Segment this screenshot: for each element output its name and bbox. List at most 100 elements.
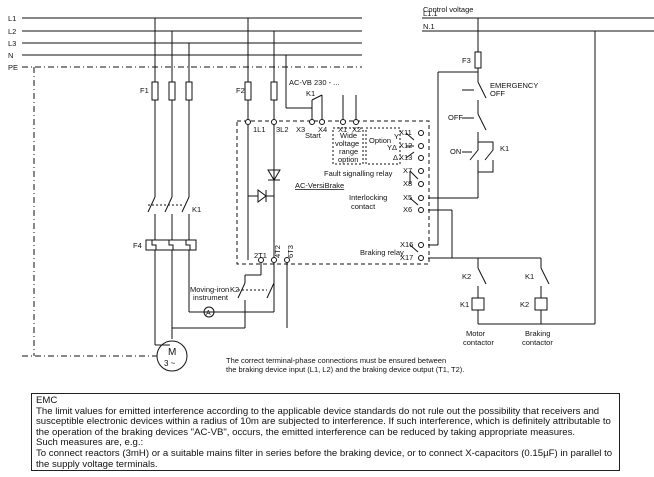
braking-contactor-2: contactor: [522, 338, 553, 347]
k1-coil-label: K1: [460, 300, 469, 309]
braking-relay-contact: [409, 244, 419, 253]
motor-m: M: [168, 347, 176, 358]
wide-voltage-1: Wide: [340, 131, 357, 140]
emc-notice: EMC The limit values for emitted interfe…: [31, 393, 620, 471]
term-3l2: 3L2: [276, 125, 289, 134]
start-contact: [311, 94, 323, 101]
k1-interlock-contact: [540, 267, 550, 298]
option-d: Δ: [393, 153, 398, 162]
fuse-f1-1: [151, 81, 159, 101]
label-f3: F3: [462, 56, 471, 65]
device-enclosure: [236, 120, 430, 265]
instrument-label-1: Moving-iron: [190, 285, 229, 294]
label-l1: L1: [8, 14, 16, 23]
option-switch: [405, 132, 415, 159]
overload-f4: [145, 239, 197, 251]
label-l2: L2: [8, 27, 16, 36]
k1-main-contact-1: [147, 196, 156, 213]
term-x12: X12: [399, 141, 412, 150]
option-yd: YΔ: [387, 143, 397, 152]
k2-main-label: K2: [230, 285, 239, 294]
off-label: OFF: [448, 113, 463, 122]
fuse-f3: [474, 51, 482, 69]
k1-main-label: K1: [192, 205, 201, 214]
term-x6: X6: [403, 205, 412, 214]
interlock-label-2: contact: [351, 202, 376, 211]
term-x7: X7: [403, 166, 412, 175]
wide-voltage-box: [332, 127, 364, 165]
term-x17: X17: [400, 253, 413, 262]
emc-title: EMC: [36, 395, 58, 406]
note-line-1: The correct terminal-phase connections m…: [226, 356, 446, 365]
term-x2: X2: [352, 125, 361, 134]
instrument-label-2: instrument: [193, 293, 229, 302]
option-y: Y: [394, 132, 399, 141]
k2-main-contact-2: [266, 282, 275, 299]
term-2t1: 2T1: [254, 251, 267, 260]
f4-label: F4: [133, 241, 142, 250]
term-x1: X1: [338, 125, 347, 134]
fault-relay-label: Fault signalling relay: [324, 169, 393, 178]
fuse-f1-3: [185, 81, 193, 101]
emc-paragraph-1: The limit values for emitted interferenc…: [36, 405, 611, 438]
note-line-2: the braking device input (L1, L2) and th…: [226, 365, 464, 374]
label-pe: PE: [8, 63, 18, 72]
circuit-diagram: L1 L2 L3 N PE Control voltage L1.1 N.1 F…: [8, 5, 654, 374]
term-x4: X4: [318, 125, 327, 134]
device-head: AC-VB 230 - ...: [289, 78, 339, 87]
emc-paragraph-2: Such measures are, e.g.:: [36, 437, 144, 449]
fault-relay-contact: [409, 170, 419, 184]
emergency-label-1: EMERGENCY: [490, 81, 538, 90]
label-l11: L1.1: [423, 9, 438, 18]
thyristor: [267, 169, 281, 186]
term-x8: X8: [403, 179, 412, 188]
interlock-label-1: Interlocking: [349, 193, 387, 202]
term-1l1: 1L1: [253, 125, 266, 134]
fuse-f2b: [270, 81, 278, 101]
ammeter-label: A: [206, 310, 211, 317]
start-label: Start: [305, 131, 322, 140]
term-x13: X13: [399, 153, 412, 162]
k2-interlock-contact: [477, 267, 487, 298]
label-n: N: [8, 51, 13, 60]
on-label: ON: [450, 147, 461, 156]
emergency-off-switch: [462, 81, 487, 114]
motor-contactor-2: contactor: [463, 338, 494, 347]
label-l3: L3: [8, 39, 16, 48]
label-f2: F2: [236, 86, 245, 95]
emergency-label-2: OFF: [490, 89, 505, 98]
wide-voltage-3: range: [339, 147, 358, 156]
emc-paragraph-3: To connect reactors (3mH) or a suitable …: [36, 447, 613, 470]
fuse-f1-2: [168, 81, 176, 101]
k2-coil-label: K2: [520, 300, 529, 309]
term-x5: X5: [403, 193, 412, 202]
device-brand: AC-VersiBrake: [295, 181, 344, 190]
label-f1: F1: [140, 86, 149, 95]
wide-voltage-2: voltage: [335, 139, 359, 148]
motor-type: 3 ~: [164, 359, 176, 368]
braking-contactor-1: Braking: [525, 329, 550, 338]
term-4t2: 4T2: [273, 245, 282, 258]
k1-hold-contact: [478, 141, 494, 173]
k1-main-contact-3: [181, 196, 190, 213]
braking-relay-label: Braking relay: [360, 248, 404, 257]
wide-voltage-4: option: [338, 155, 358, 164]
off-button: [462, 113, 487, 142]
k2-main-contact-1: [237, 282, 246, 299]
term-6t3: 6T3: [286, 245, 295, 258]
on-button: [462, 142, 479, 172]
term-x11: X11: [399, 128, 412, 137]
option-label: Option: [369, 136, 391, 145]
option-box: [365, 127, 401, 165]
fuse-f2: [244, 81, 252, 101]
motor-contactor-coil: [471, 297, 485, 311]
braking-contactor-coil: [534, 297, 548, 311]
device-k1: K1: [306, 89, 315, 98]
interlock-contact: [409, 197, 419, 206]
k1-contact-label: K1: [525, 272, 534, 281]
term-x16: X16: [400, 240, 413, 249]
diode: [257, 189, 267, 203]
control-voltage-title: Control voltage: [423, 5, 473, 14]
k1-hold-label: K1: [500, 144, 509, 153]
label-n1: N.1: [423, 22, 435, 31]
